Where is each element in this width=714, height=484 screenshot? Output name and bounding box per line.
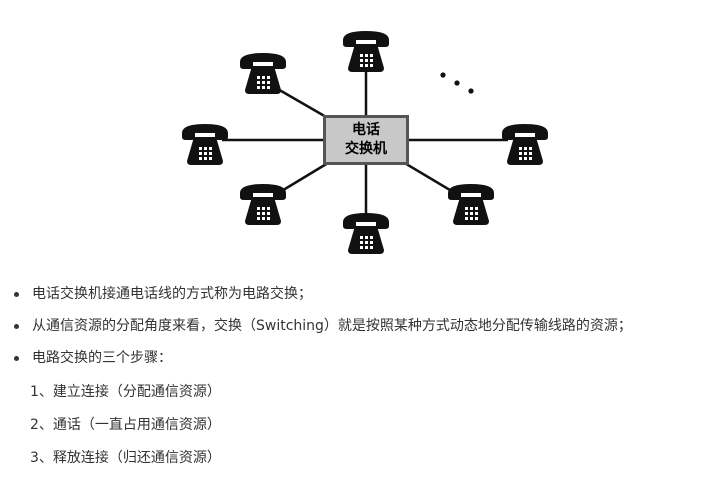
telephone-icon — [178, 121, 232, 167]
bullet-text: 从通信资源的分配角度来看，交换（Switching）就是按照某种方式动态地分配传… — [32, 318, 632, 334]
circuit-switching-diagram: 电话 交换机 — [178, 28, 552, 256]
step-item: 2、通话（一直占用通信资源） — [30, 417, 221, 433]
bullet-dot-icon — [14, 292, 19, 297]
bullet-text: 电路交换的三个步骤： — [32, 350, 172, 366]
ellipsis-dots-icon — [440, 72, 474, 94]
bullet-list: 电话交换机接通电话线的方式称为电路交换； 从通信资源的分配角度来看，交换（Swi… — [12, 282, 632, 378]
telephone-icon — [444, 181, 498, 227]
bullet-text: 电话交换机接通电话线的方式称为电路交换； — [32, 286, 312, 302]
telephone-icon — [236, 181, 290, 227]
bullet-item: 电路交换的三个步骤： — [12, 346, 632, 378]
switch-label-line1: 电话 — [352, 122, 380, 138]
bullet-dot-icon — [14, 324, 19, 329]
switch-label-line2: 交换机 — [345, 141, 387, 157]
bullet-dot-icon — [14, 356, 19, 361]
telephone-icon — [339, 28, 393, 74]
steps-list: 1、建立连接（分配通信资源） 2、通话（一直占用通信资源） 3、释放连接（归还通… — [30, 380, 221, 479]
telephone-switch-box: 电话 交换机 — [323, 115, 409, 165]
telephone-icon — [498, 121, 552, 167]
bullet-item: 电话交换机接通电话线的方式称为电路交换； — [12, 282, 632, 314]
step-item: 1、建立连接（分配通信资源） — [30, 384, 221, 400]
step-item: 3、释放连接（归还通信资源） — [30, 450, 221, 466]
bullet-item: 从通信资源的分配角度来看，交换（Switching）就是按照某种方式动态地分配传… — [12, 314, 632, 346]
telephone-icon — [236, 50, 290, 96]
telephone-icon — [339, 210, 393, 256]
